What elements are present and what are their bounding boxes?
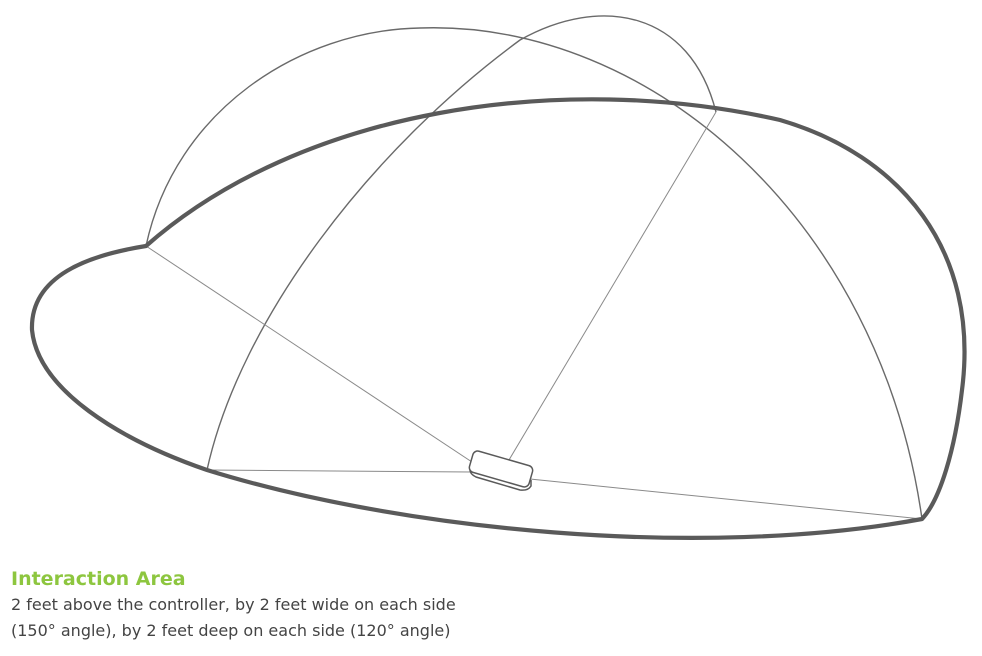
controller-device xyxy=(468,450,534,491)
caption: Interaction Area 2 feet above the contro… xyxy=(11,566,971,644)
ray-front-left xyxy=(206,469,473,473)
front-arc xyxy=(206,15,717,471)
ground-outline xyxy=(29,97,967,540)
ray-back-right xyxy=(505,111,717,466)
ray-back-left xyxy=(145,245,479,467)
ray-front-right xyxy=(529,478,923,520)
controller-body xyxy=(468,450,534,488)
back-arc xyxy=(145,27,923,520)
caption-line-1: 2 feet above the controller, by 2 feet w… xyxy=(11,595,456,614)
interaction-area-diagram xyxy=(29,15,967,540)
caption-line-2: (150° angle), by 2 feet deep on each sid… xyxy=(11,621,451,640)
caption-title: Interaction Area xyxy=(11,568,186,590)
